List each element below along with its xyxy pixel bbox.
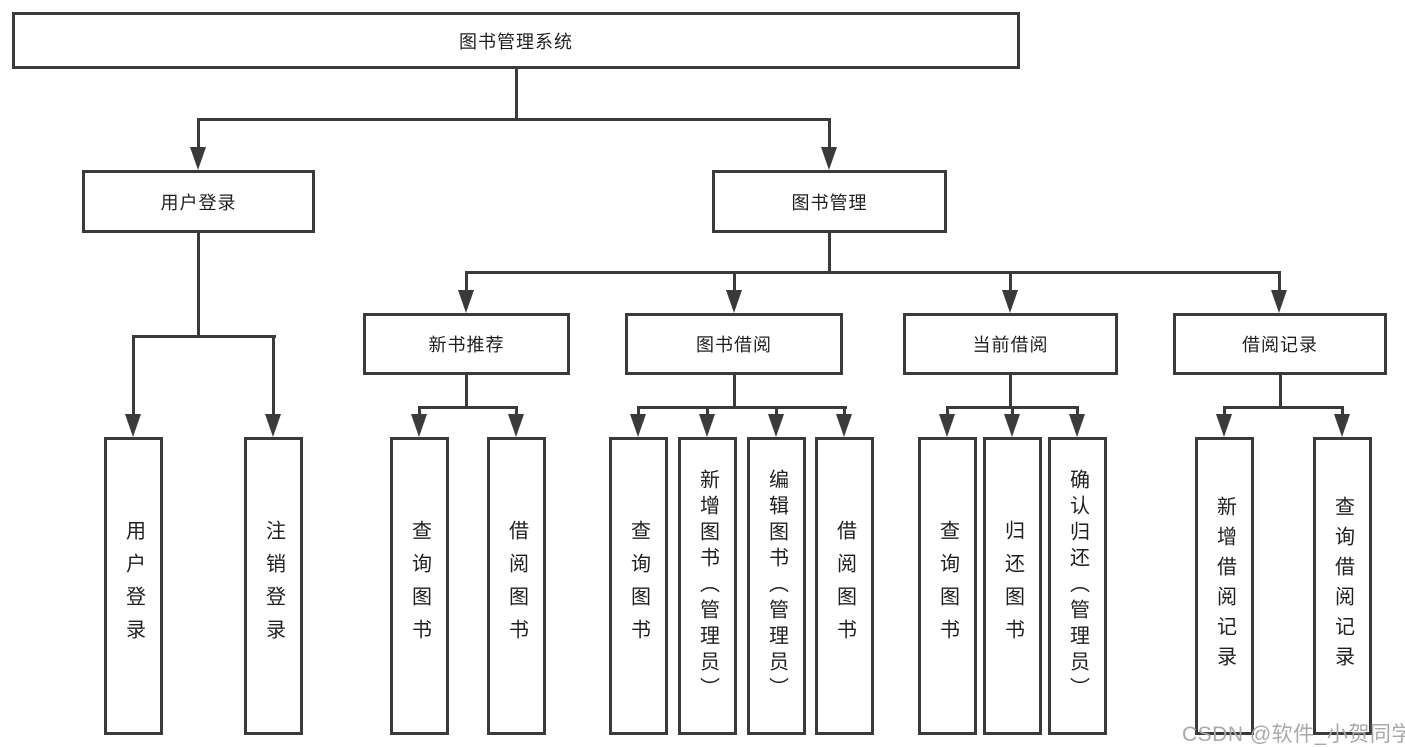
csdn-watermark: CSDN @软件_小贺同学 (1182, 723, 1405, 746)
leaf-add-books-admin: 新增图书（管理员） (678, 437, 737, 735)
arrow-down-icon (768, 414, 784, 437)
arrow-down-icon (125, 414, 141, 437)
node-borrowing-records-label: 借阅记录 (1242, 335, 1318, 355)
leaf-logout: 注销登录 (244, 437, 303, 735)
arrow-down-icon (836, 414, 852, 437)
leaf-query-books-3: 查询图书 (918, 437, 977, 735)
leaf-label: 新增借阅记录 (1213, 496, 1236, 676)
arrow-down-icon (630, 414, 646, 437)
leaf-label: 查询图书 (936, 520, 959, 652)
connector-line (1223, 406, 1344, 409)
arrow-down-icon (1271, 290, 1287, 313)
connector-line (1009, 375, 1012, 409)
connector-line (1011, 406, 1014, 418)
leaf-borrow-books-2: 借阅图书 (815, 437, 874, 735)
arrow-down-icon (699, 414, 715, 437)
leaf-label: 借阅图书 (833, 520, 856, 652)
connector-line (828, 118, 831, 150)
leaf-label: 编辑图书（管理员） (765, 469, 788, 703)
leaf-edit-books-admin: 编辑图书（管理员） (747, 437, 806, 735)
arrow-down-icon (458, 290, 474, 313)
connector-line (132, 335, 135, 417)
arrow-down-icon (939, 414, 955, 437)
leaf-user-login: 用户登录 (104, 437, 163, 735)
connector-line (733, 375, 736, 409)
connector-line (465, 375, 468, 409)
node-user-login: 用户登录 (82, 170, 315, 233)
leaf-label: 归还图书 (1001, 520, 1024, 652)
arrow-down-icon (1216, 414, 1232, 437)
arrow-down-icon (1002, 290, 1018, 313)
arrow-down-icon (1069, 414, 1085, 437)
arrow-down-icon (508, 414, 524, 437)
node-book-management-label: 图书管理 (791, 192, 868, 213)
arrow-down-icon (821, 147, 837, 170)
leaf-label: 注销登录 (262, 520, 285, 652)
connector-line (132, 335, 276, 338)
leaf-label: 借阅图书 (505, 520, 528, 652)
connector-line (1223, 406, 1226, 418)
connector-line (828, 233, 831, 274)
node-current-borrowing-label: 当前借阅 (972, 335, 1049, 355)
leaf-label: 查询图书 (627, 520, 650, 652)
node-book-management: 图书管理 (712, 170, 947, 233)
connector-line (418, 406, 518, 409)
connector-line (637, 406, 640, 418)
node-new-book-recommendation-label: 新书推荐 (428, 335, 505, 355)
node-borrowing-records: 借阅记录 (1173, 313, 1387, 375)
arrow-down-icon (190, 147, 206, 170)
leaf-return-books: 归还图书 (983, 437, 1042, 735)
connector-line (515, 68, 518, 120)
connector-line (1009, 271, 1012, 293)
leaf-label: 用户登录 (122, 520, 145, 652)
arrow-down-icon (726, 290, 742, 313)
connector-line (465, 271, 1281, 274)
connector-line (946, 406, 949, 418)
connector-line (637, 406, 847, 409)
connector-line (1279, 375, 1282, 409)
leaf-borrow-books-1: 借阅图书 (487, 437, 546, 735)
node-user-login-label: 用户登录 (160, 192, 237, 213)
connector-line (418, 406, 421, 418)
connector-line (515, 406, 518, 418)
connector-line (1341, 406, 1344, 418)
connector-line (272, 335, 275, 417)
connector-line (706, 406, 709, 418)
connector-line (733, 271, 736, 293)
arrow-down-icon (1004, 414, 1020, 437)
connector-line (1076, 406, 1079, 418)
connector-line (197, 118, 831, 121)
node-current-borrowing: 当前借阅 (903, 313, 1118, 375)
arrow-down-icon (1334, 414, 1350, 437)
connector-line (465, 271, 468, 293)
leaf-label: 查询借阅记录 (1331, 496, 1354, 676)
node-new-book-recommendation: 新书推荐 (363, 313, 570, 375)
leaf-label: 确认归还（管理员） (1066, 469, 1089, 703)
leaf-label: 新增图书（管理员） (696, 469, 719, 703)
node-book-borrowing-label: 图书借阅 (696, 335, 772, 355)
connector-line (197, 233, 200, 338)
leaf-add-borrow-record: 新增借阅记录 (1195, 437, 1254, 735)
node-root-label: 图书管理系统 (459, 31, 573, 52)
connector-line (197, 118, 200, 150)
leaf-confirm-return-admin: 确认归还（管理员） (1048, 437, 1107, 735)
connector-line (775, 406, 778, 418)
leaf-query-borrow-record: 查询借阅记录 (1313, 437, 1372, 735)
leaf-label: 查询图书 (408, 520, 431, 652)
connector-line (1278, 271, 1281, 293)
arrow-down-icon (411, 414, 427, 437)
leaf-query-books-2: 查询图书 (609, 437, 668, 735)
arrow-down-icon (265, 414, 281, 437)
node-book-borrowing: 图书借阅 (625, 313, 843, 375)
leaf-query-books-1: 查询图书 (390, 437, 449, 735)
connector-line (843, 406, 846, 418)
node-root: 图书管理系统 (12, 12, 1020, 69)
